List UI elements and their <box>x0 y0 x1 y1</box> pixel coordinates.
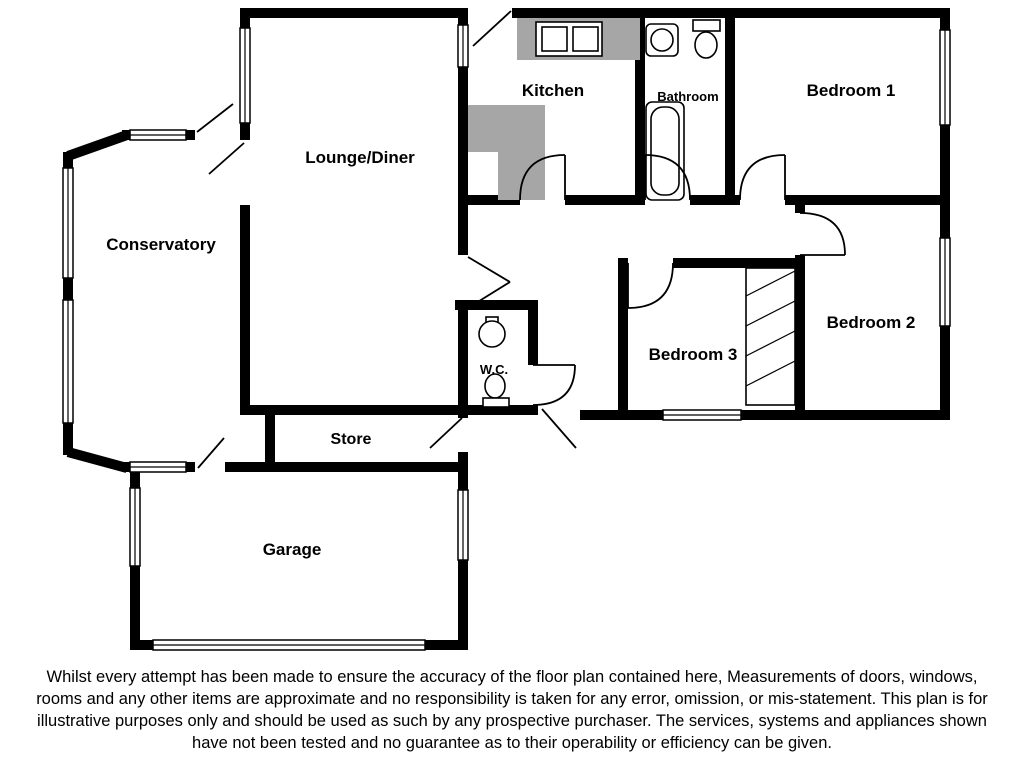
room-label-bedroom-1: Bedroom 1 <box>807 81 896 100</box>
room-label-wc: W.C. <box>480 362 508 377</box>
doors <box>196 10 846 469</box>
room-label-kitchen: Kitchen <box>522 81 584 100</box>
wall-segment <box>635 8 645 205</box>
room-label-lounge-diner: Lounge/Diner <box>305 148 415 167</box>
wall-segment <box>240 205 250 415</box>
door-line <box>429 417 463 449</box>
wall-segment <box>265 415 275 462</box>
room-label-store: Store <box>331 431 372 448</box>
wc-basin <box>478 316 506 348</box>
wc-toilet <box>482 373 510 408</box>
wall-segment <box>528 310 538 365</box>
wall-segment <box>225 462 468 472</box>
door-swing <box>519 154 566 201</box>
wall-segment <box>690 195 725 205</box>
wall-segment <box>240 405 538 415</box>
wc-fittings <box>478 316 510 408</box>
wardrobe <box>745 267 796 406</box>
window <box>662 409 742 421</box>
wall-segment <box>565 195 635 205</box>
door-swing <box>739 154 786 201</box>
room-label-bedroom-3: Bedroom 3 <box>649 345 738 364</box>
door-line <box>467 256 511 283</box>
wall-segment <box>940 8 950 420</box>
wall-segment <box>725 195 740 205</box>
door-line <box>196 103 234 133</box>
window <box>62 299 74 424</box>
wall-segment <box>240 8 468 18</box>
room-label-bedroom-2: Bedroom 2 <box>827 313 916 332</box>
door-line <box>541 408 577 449</box>
room-label-garage: Garage <box>263 540 322 559</box>
disclaimer-line: have not been tested and no guarantee as… <box>192 734 832 752</box>
window <box>457 489 469 561</box>
disclaimer-line: illustrative purposes only and should be… <box>37 712 987 730</box>
bathtub <box>645 101 685 201</box>
door-line <box>208 142 245 175</box>
window <box>62 167 74 279</box>
window <box>129 487 141 567</box>
wall-segment <box>66 130 129 161</box>
windows <box>62 24 951 651</box>
wall-segment <box>725 8 735 205</box>
wall-segment <box>785 195 950 205</box>
window <box>152 639 426 651</box>
walls <box>63 8 950 650</box>
window <box>939 237 951 327</box>
toilet-icon <box>692 19 721 59</box>
wall-segment <box>673 258 798 268</box>
disclaimer-line: Whilst every attempt has been made to en… <box>46 668 978 686</box>
door-swing <box>644 154 691 201</box>
room-labels: Lounge/Diner Kitchen Bathroom Bedroom 1 … <box>106 81 915 559</box>
door-swing <box>627 262 674 309</box>
wall-segment <box>795 205 805 213</box>
wall-segment <box>618 268 628 410</box>
window <box>457 24 469 68</box>
wall-segment <box>618 258 628 268</box>
room-label-bathroom: Bathroom <box>657 89 718 104</box>
window <box>239 27 251 124</box>
door-line <box>467 281 511 309</box>
kitchen-fittings <box>468 18 640 200</box>
wall-segment <box>458 195 520 205</box>
wall-segment <box>580 410 950 420</box>
window <box>939 29 951 126</box>
door-line <box>472 10 512 47</box>
disclaimer: Whilst every attempt has been made to en… <box>0 666 1024 754</box>
disclaimer-line: rooms and any other items are approximat… <box>36 690 988 708</box>
room-label-conservatory: Conservatory <box>106 235 216 254</box>
bathroom-fittings <box>645 19 721 201</box>
window <box>129 129 187 141</box>
kitchen-counter <box>468 105 545 200</box>
bathroom-basin <box>645 23 679 57</box>
kitchen-sink <box>535 21 603 57</box>
wall-segment <box>458 310 468 418</box>
wall-segment <box>795 255 805 410</box>
wall-segment <box>455 300 538 310</box>
door-line <box>197 437 225 469</box>
wall-segment <box>458 8 468 255</box>
wall-segment <box>66 447 129 473</box>
window <box>129 461 187 473</box>
floor-plan: Lounge/Diner Kitchen Bathroom Bedroom 1 … <box>62 8 951 651</box>
door-swing <box>799 212 846 256</box>
door-swing <box>532 364 576 406</box>
